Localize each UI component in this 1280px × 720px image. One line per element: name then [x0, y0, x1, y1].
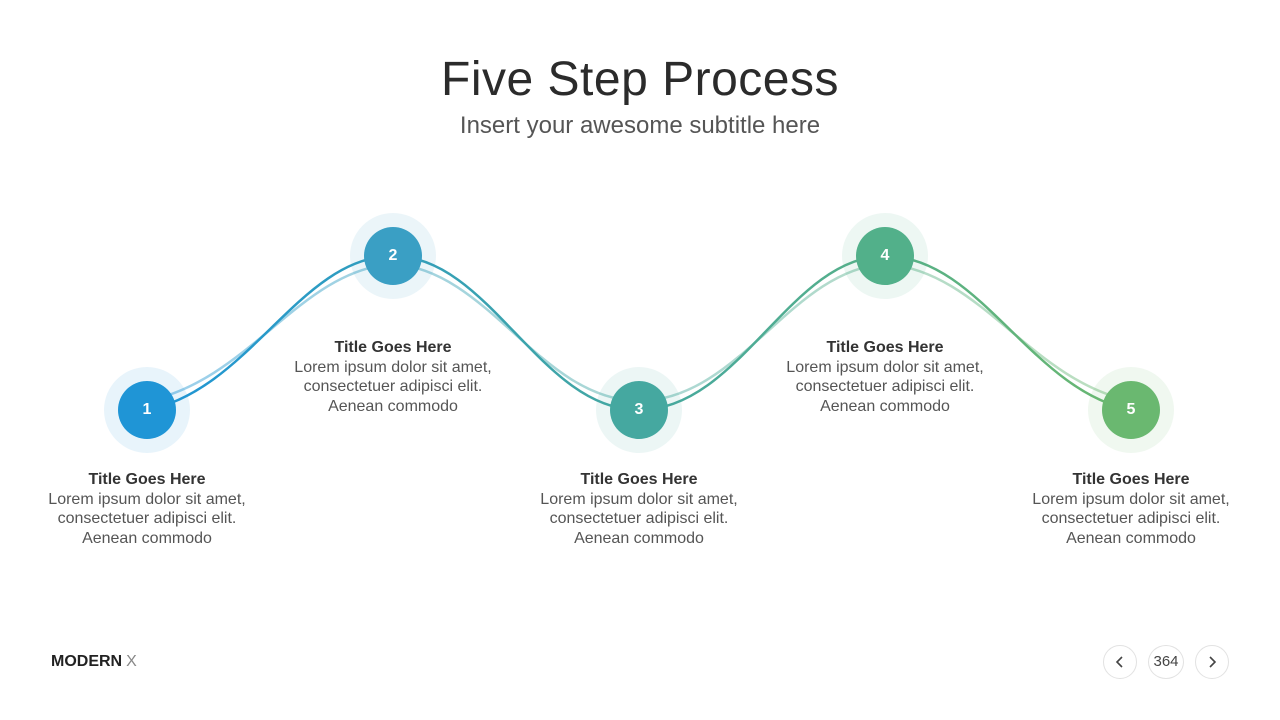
chevron-right-icon	[1209, 656, 1217, 668]
step-3-circle	[610, 381, 668, 439]
brand-name: MODERN	[51, 653, 123, 670]
step-2-title: Title Goes Here	[334, 339, 452, 356]
step-1-number: 1	[142, 401, 152, 418]
step-4-number: 4	[880, 247, 890, 264]
step-5-number: 5	[1126, 401, 1136, 418]
step-2-line2: consectetuer adipisci elit.	[303, 378, 483, 395]
step-1-circle	[118, 381, 176, 439]
step-1-title: Title Goes Here	[88, 471, 206, 488]
step-3-number: 3	[634, 401, 644, 418]
step-5-line2: consectetuer adipisci elit.	[1041, 510, 1221, 527]
step-1-text: Title Goes Here Lorem ipsum dolor sit am…	[37, 470, 257, 548]
prev-slide-button[interactable]	[1103, 645, 1137, 679]
step-2-text: Title Goes Here Lorem ipsum dolor sit am…	[283, 338, 503, 416]
step-1-line1: Lorem ipsum dolor sit amet,	[48, 490, 246, 508]
step-1-line3: Aenean commodo	[82, 529, 212, 547]
step-5-title: Title Goes Here	[1072, 471, 1190, 488]
step-4-line3: Aenean commodo	[820, 397, 950, 415]
page-number: 364	[1148, 645, 1184, 679]
brand-suffix: X	[126, 653, 137, 670]
step-4-title: Title Goes Here	[826, 339, 944, 356]
step-4-line1: Lorem ipsum dolor sit amet,	[786, 358, 984, 376]
page-title: Five Step Process	[441, 53, 839, 106]
step-4-text: Title Goes Here Lorem ipsum dolor sit am…	[775, 338, 995, 416]
step-1-line2: consectetuer adipisci elit.	[57, 510, 237, 527]
chevron-left-icon	[1115, 656, 1123, 668]
step-5-text: Title Goes Here Lorem ipsum dolor sit am…	[1021, 470, 1241, 548]
step-2-circle	[364, 227, 422, 285]
step-2-line1: Lorem ipsum dolor sit amet,	[294, 358, 492, 376]
step-5-circle	[1102, 381, 1160, 439]
step-5-line3: Aenean commodo	[1066, 529, 1196, 547]
step-4-circle	[856, 227, 914, 285]
step-3-line2: consectetuer adipisci elit.	[549, 510, 729, 527]
next-slide-button[interactable]	[1195, 645, 1229, 679]
step-4-line2: consectetuer adipisci elit.	[795, 378, 975, 395]
step-5-line1: Lorem ipsum dolor sit amet,	[1032, 490, 1230, 508]
step-2-number: 2	[388, 247, 398, 264]
step-3-title: Title Goes Here	[580, 471, 698, 488]
step-3-line3: Aenean commodo	[574, 529, 704, 547]
step-3-line1: Lorem ipsum dolor sit amet,	[540, 490, 738, 508]
step-3-text: Title Goes Here Lorem ipsum dolor sit am…	[529, 470, 749, 548]
step-2-line3: Aenean commodo	[328, 397, 458, 415]
page-subtitle: Insert your awesome subtitle here	[459, 112, 821, 139]
